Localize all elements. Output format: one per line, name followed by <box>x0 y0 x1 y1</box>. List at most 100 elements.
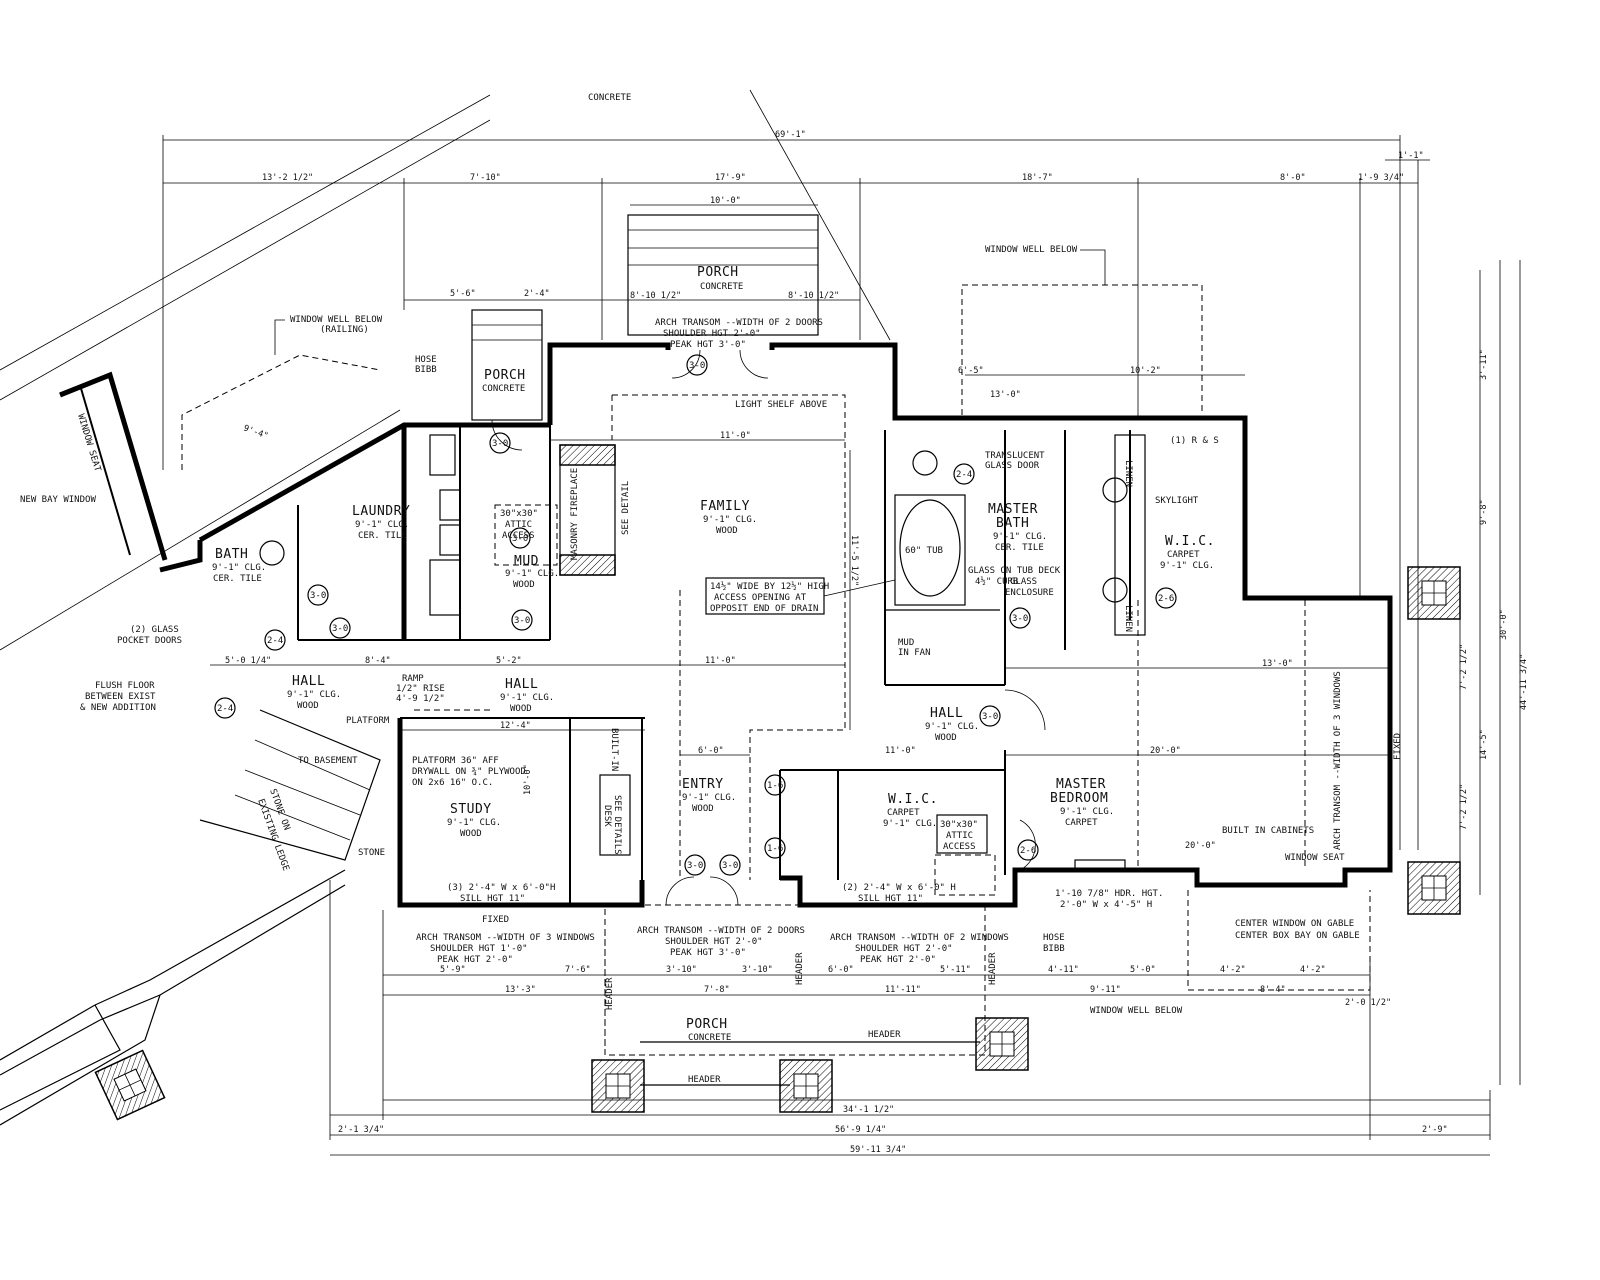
arch-transom-north: ARCH TRANSOM --WIDTH OF 2 DOORS <box>655 318 823 328</box>
access-note: OPPOSIT END OF DRAIN <box>710 604 818 614</box>
mud-fan-label: MUD <box>898 638 914 648</box>
room-mud-sub: 9'-1" CLG. <box>505 569 559 579</box>
desk-label: DESK <box>602 805 612 827</box>
dim-segment: 1'-9 3/4" <box>1358 173 1404 183</box>
center-window-label: CENTER WINDOW ON GABLE <box>1235 919 1354 929</box>
access-note: 14½" WIDE BY 12½" HIGH <box>710 581 829 592</box>
dim-interior: 20'-0" <box>1185 841 1216 851</box>
door-tag: 2-4 <box>267 636 283 646</box>
dim-segment: 7'-10" <box>470 173 501 183</box>
interior-walls <box>297 425 1146 905</box>
window-well-label-bottom: WINDOW WELL BELOW <box>1090 1006 1183 1016</box>
light-shelf <box>410 394 1306 896</box>
flush-floor-label: & NEW ADDITION <box>80 703 156 713</box>
dim-interior: 5'-0 1/4" <box>225 656 271 666</box>
concrete-label: CONCRETE <box>588 93 631 103</box>
room-bath-sub2: CER. TILE <box>213 574 262 584</box>
hose-bibb-2: BIBB <box>1043 944 1065 954</box>
window-seat-right: WINDOW SEAT <box>1285 853 1345 863</box>
attic-access-label: ACCESS <box>502 531 535 541</box>
sill-wic: SILL HGT 11" <box>858 894 923 904</box>
dim-bottom: 2'-0 1/2" <box>1345 998 1391 1008</box>
exterior-walls <box>159 342 1393 908</box>
dim-bottom: 11'-11" <box>885 985 921 995</box>
door-tag: 1-6 <box>767 844 783 854</box>
dim-right: 3'-11" <box>1479 349 1489 380</box>
door-tag: 2-4 <box>217 704 233 714</box>
peak-entry: PEAK HGT 3'-0" <box>670 948 746 958</box>
dim-interior: 8'-10 1/2" <box>630 291 681 301</box>
column <box>591 1059 645 1113</box>
dim-bottom: 4'-2" <box>1220 965 1246 975</box>
columns <box>94 566 1461 1121</box>
dim-interior: 11'-0" <box>720 431 751 441</box>
room-hall-right-sub2: WOOD <box>935 733 957 743</box>
room-master-bed-sub2: CARPET <box>1065 818 1098 828</box>
door-tag: 3-0 <box>492 439 508 449</box>
doors: 3-0 3-0 2-4 3-0 3-0 2-6 3-0 3-0 1-6 1-6 … <box>214 349 1177 906</box>
right-dimensions: 3'-11" 9'-8" 30'-0" 44'-11 3/4" 7'-2 1/2… <box>1459 260 1529 1085</box>
dim-bottom: 59'-11 3/4" <box>850 1145 906 1155</box>
dim-bottom: 34'-1 1/2" <box>843 1105 894 1115</box>
glass-tub-label: GLASS ON TUB DECK <box>968 566 1061 576</box>
door-tag: 3-0 <box>722 861 738 871</box>
ramp-label: RAMP <box>402 674 424 684</box>
door-tag: 3-0 <box>512 534 528 544</box>
dim-bottom: 5'-9" <box>440 965 466 975</box>
column <box>94 1049 166 1121</box>
light-shelf-label: LIGHT SHELF ABOVE <box>735 400 827 410</box>
dim-right: 30'-0" <box>1499 609 1509 640</box>
tub-label: 60" TUB <box>905 546 943 556</box>
window-well-north: WINDOW WELL BELOW <box>961 245 1203 415</box>
new-bay-window-label: NEW BAY WINDOW <box>20 495 96 505</box>
dim-interior: 11'-0" <box>705 656 736 666</box>
window-well-label-left: WINDOW WELL BELOW <box>290 315 383 325</box>
dim-interior: 13'-0" <box>990 390 1021 400</box>
attic-access-label-2: ATTIC <box>946 831 973 841</box>
header-vertical: HEADER <box>795 952 805 985</box>
dim-bottom: 56'-9 1/4" <box>835 1125 886 1135</box>
dim-interior: 6'-0" <box>698 746 724 756</box>
room-wic-center-sub: CARPET <box>887 808 920 818</box>
room-wic-center: W.I.C. <box>888 792 938 807</box>
porch-north-sub: CONCRETE <box>700 282 743 292</box>
window-notes: (3) 2'-4" W x 6'-0"H SILL HGT 11" FIXED … <box>416 883 1371 1016</box>
room-wic-right-sub2: 9'-1" CLG. <box>1160 561 1214 571</box>
dim-interior: 20'-0" <box>1150 746 1181 756</box>
dim-interior: 5'-2" <box>496 656 522 666</box>
porch-south-sub: CONCRETE <box>688 1033 731 1043</box>
room-bath: BATH <box>215 547 248 562</box>
dim-interior: 10'-0" <box>523 764 533 795</box>
room-hall-right-sub: 9'-1" CLG. <box>925 722 979 732</box>
dim-bottom: 5'-0" <box>1130 965 1156 975</box>
header-label: HEADER <box>688 1075 721 1085</box>
dim-porch-width: 10'-0" <box>710 196 741 206</box>
room-wic-center-sub2: 9'-1" CLG. <box>883 819 937 829</box>
flush-floor-label: FLUSH FLOOR <box>95 681 155 691</box>
built-in-label: BUILT-IN <box>609 728 619 771</box>
room-laundry-sub: 9'-1" CLG. <box>355 520 409 530</box>
window-well-west: WINDOW WELL BELOW (RAILING) <box>181 315 383 470</box>
hose-bibb-label: HOSE <box>415 355 437 365</box>
dim-bottom: 7'-8" <box>704 985 730 995</box>
room-wic-right: W.I.C. <box>1165 534 1215 549</box>
window-hdr-label: 2'-0" W x 4'-5" H <box>1060 900 1152 910</box>
dim-interior: 2'-4" <box>524 289 550 299</box>
room-study: STUDY <box>450 802 492 817</box>
header-vertical: HEADER <box>988 952 998 985</box>
dim-bottom: 13'-3" <box>505 985 536 995</box>
fixed-right: FIXED <box>1393 733 1403 760</box>
platform-label: PLATFORM <box>346 716 390 726</box>
porch-south-label: PORCH <box>686 1017 728 1032</box>
room-entry-sub2: WOOD <box>692 804 714 814</box>
dim-interior: 5'-6" <box>450 289 476 299</box>
dim-interior: 8'-10 1/2" <box>788 291 839 301</box>
hose-bibb-2: HOSE <box>1043 933 1065 943</box>
rs-label: (1) R & S <box>1170 436 1219 446</box>
interior-dimensions: 11'-0" 11'-5 1/2" 11'-0" 20'-0" 20'-0" 1… <box>210 289 1390 851</box>
dim-interior: 11'-0" <box>885 746 916 756</box>
peak-wic: PEAK HGT 2'-0" <box>860 955 936 965</box>
dim-bottom: 5'-11" <box>940 965 971 975</box>
room-entry: ENTRY <box>682 777 724 792</box>
column <box>1407 861 1461 915</box>
